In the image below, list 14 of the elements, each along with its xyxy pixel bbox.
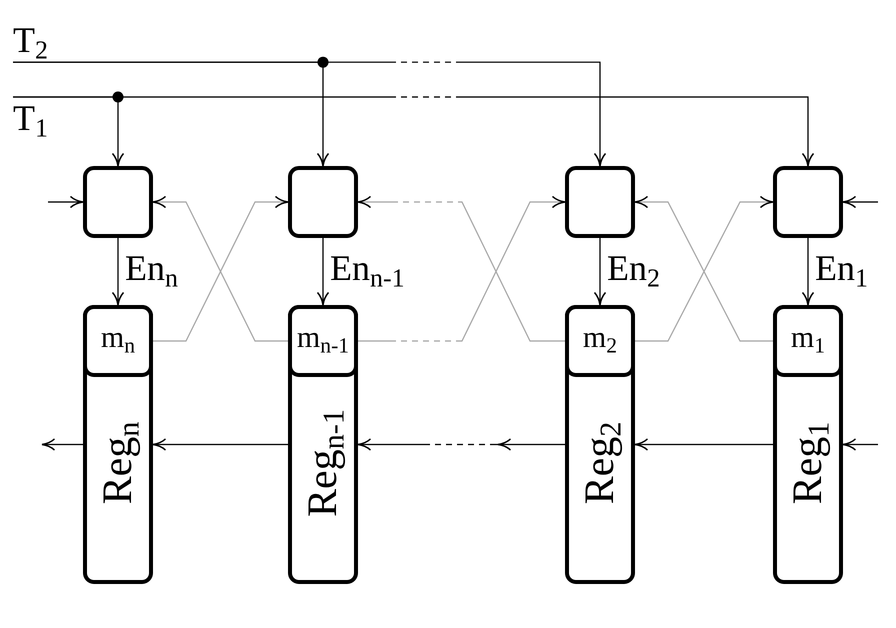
- cell-box: m$_{n-1}$: [288, 305, 358, 377]
- signal-label: T$_{1}$: [13, 97, 48, 140]
- cell-box: m$_{2}$: [565, 305, 635, 377]
- register-box: [288, 305, 358, 584]
- control-box: [773, 166, 843, 238]
- control-box: [83, 166, 153, 238]
- register-box: [773, 305, 843, 584]
- register-box: [83, 305, 153, 584]
- control-box: [565, 166, 635, 238]
- signal-label: T$_{2}$: [13, 19, 48, 62]
- register-box: [565, 305, 635, 584]
- cell-box: m$_{1}$: [773, 305, 843, 377]
- control-box: [288, 166, 358, 238]
- cell-box: m$_{n}$: [83, 305, 153, 377]
